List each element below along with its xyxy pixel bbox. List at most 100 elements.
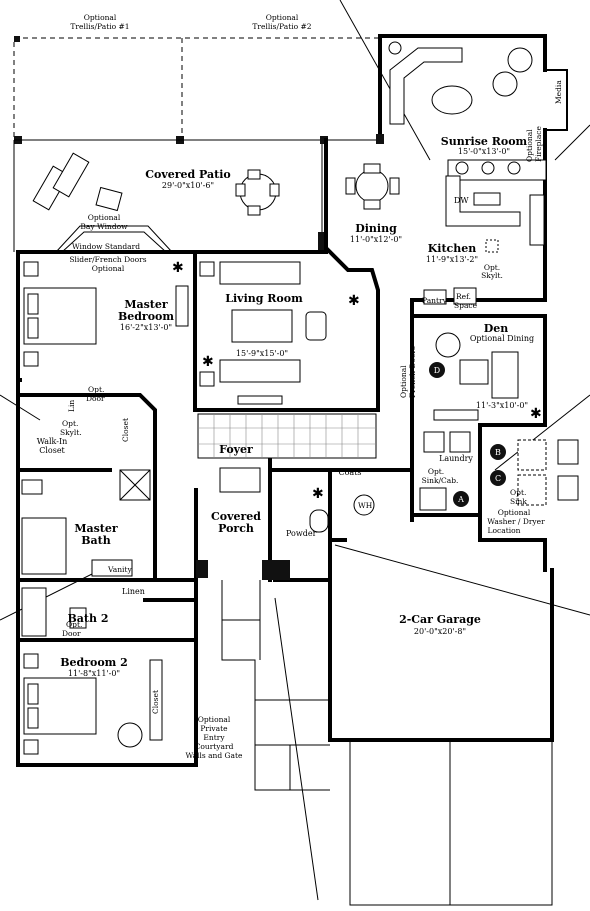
bedroom2-furniture — [23, 653, 163, 755]
covered-patio-name: Covered Patio — [145, 168, 231, 181]
covered-porch-name2: Porch — [218, 522, 254, 535]
washer-label3: Location — [488, 526, 521, 535]
dining-name: Dining — [355, 222, 397, 235]
pantry-label: Pantry — [422, 296, 448, 305]
courtyard-label1: Optional — [198, 715, 231, 724]
svg-text:✱: ✱ — [530, 406, 542, 422]
opt-door-bath-label2: Door — [62, 629, 81, 638]
laundry-label: Laundry — [439, 454, 473, 463]
dw-label: DW — [454, 196, 469, 205]
washer-label1: Optional — [498, 508, 531, 517]
bath2-name: Bath 2 — [68, 612, 109, 625]
kitchen-skylight2: Skylt. — [481, 271, 503, 280]
trellis1-label2: Trellis/Patio #1 — [70, 22, 129, 31]
opt-skylt-master-label1: Opt. — [62, 419, 78, 428]
slider-label1: Slider/French Doors — [69, 255, 146, 264]
vanity-label: Vanity — [107, 565, 132, 574]
svg-text:✱: ✱ — [202, 354, 214, 370]
fireplace-label1: Optional — [525, 129, 534, 162]
svg-text:A: A — [457, 495, 464, 504]
closet-b-label: Closet — [151, 690, 160, 714]
washer-label2: Washer / Dryer — [487, 517, 545, 526]
svg-text:B: B — [495, 448, 501, 457]
plant-icons: ✱ ✱ ✱ ✱ ✱ — [172, 260, 542, 502]
coats-label: Coats — [338, 468, 361, 477]
courtyard-label2: Private — [200, 724, 228, 733]
window-standard-label: Window Standard — [72, 242, 140, 251]
opt-skylt-master-label2: Skylt. — [60, 428, 82, 437]
trellis2-label1: Optional — [266, 13, 299, 22]
bay-window-label1: Optional — [88, 213, 121, 222]
lin-label: Lin — [67, 400, 76, 412]
laundry-fixtures — [353, 431, 579, 516]
trellis2-label2: Trellis/Patio #2 — [252, 22, 311, 31]
sunrise-room-walls — [320, 34, 568, 302]
refspace-label1: Ref. — [456, 292, 471, 301]
living-room-dim: 15'-9"x15'-0" — [236, 349, 288, 358]
sunrise-room-name: Sunrise Room — [441, 135, 528, 148]
sunrise-furniture — [388, 41, 547, 246]
garage-dim: 20'-0"x20'-8" — [414, 627, 466, 636]
opt-sink-cab-label1: Opt. — [428, 467, 444, 476]
powder-label: Powder — [286, 529, 317, 538]
covered-patio-outline — [13, 139, 380, 253]
den-furniture — [433, 332, 519, 421]
opt-sink-label2: Sink — [510, 497, 527, 506]
wh-label: WH — [358, 501, 373, 510]
french-doors-label1: Optional — [399, 365, 408, 398]
dining-furniture — [345, 163, 400, 210]
svg-text:D: D — [434, 366, 440, 375]
kitchen-name: Kitchen — [428, 242, 477, 255]
walkin-label1: Walk-In — [37, 437, 68, 446]
bedroom2-name: Bedroom 2 — [60, 656, 128, 669]
kitchen-skylight1: Opt. — [484, 263, 500, 272]
master-bedroom-furniture — [23, 261, 189, 367]
den-name: Den — [484, 322, 509, 335]
living-room-name: Living Room — [225, 292, 303, 305]
trellis-area — [13, 36, 381, 144]
marker-a: A — [453, 491, 469, 507]
covered-patio-dim: 29'-0"x10'-6" — [162, 181, 214, 190]
den-sub: Optional Dining — [470, 334, 534, 343]
living-furniture — [199, 261, 327, 405]
bay-window-label2: Bay Window — [80, 222, 128, 231]
master-bedroom-name2: Bedroom — [118, 310, 174, 323]
opt-door-master-label1: Opt. — [88, 385, 104, 394]
den-dim: 11'-3"x10'-0" — [476, 401, 528, 410]
slider-label2: Optional — [92, 264, 125, 273]
media-label: Media — [554, 80, 563, 104]
opt-door-master-label2: Door — [86, 394, 105, 403]
svg-text:✱: ✱ — [312, 486, 324, 502]
master-bath-name1: Master — [74, 522, 118, 535]
walkin-label2: Closet — [39, 446, 65, 455]
refspace-label2: Space — [454, 301, 478, 310]
trellis1-label1: Optional — [84, 13, 117, 22]
foyer-name: Foyer — [219, 443, 253, 456]
kitchen-furniture — [423, 175, 521, 305]
master-bedroom-name1: Master — [124, 298, 168, 311]
closet-a-label: Closet — [121, 418, 130, 442]
fireplace-label2: Fireplace — [534, 126, 543, 162]
svg-text:✱: ✱ — [172, 260, 184, 276]
sunrise-room-dim: 15'-0"x13'-0" — [458, 147, 510, 156]
dining-dim: 11'-0"x12'-0" — [350, 235, 402, 244]
driveway — [221, 580, 553, 906]
svg-text:✱: ✱ — [348, 293, 360, 309]
opt-door-bath-label1: Opt. — [66, 620, 82, 629]
opt-sink-label1: Opt. — [510, 488, 526, 497]
garage-name: 2-Car Garage — [399, 613, 481, 626]
kitchen-dim: 11'-9"x13'-2" — [426, 255, 478, 264]
marker-c: C — [490, 470, 506, 486]
bedroom2-dim: 11'-8"x11'-0" — [68, 669, 120, 678]
house-walls — [16, 138, 554, 767]
master-bath-name2: Bath — [81, 534, 111, 547]
bath-fixtures — [21, 467, 329, 637]
svg-text:C: C — [495, 474, 501, 483]
courtyard-label3: Entry — [203, 733, 225, 742]
master-bedroom-dim: 16'-2"x13'-0" — [120, 323, 172, 332]
marker-b: B — [490, 444, 506, 460]
linen-label: Linen — [122, 587, 145, 596]
covered-porch-name1: Covered — [211, 510, 261, 523]
